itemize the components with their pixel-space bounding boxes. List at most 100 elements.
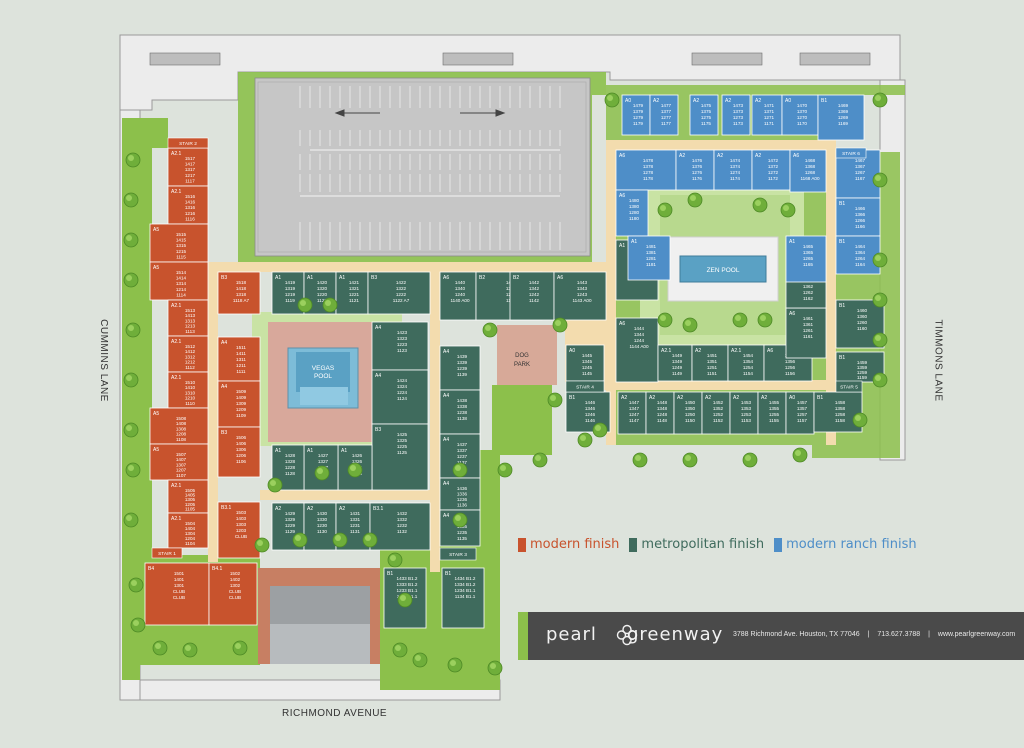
unit-type-label: A2.1 [731, 348, 742, 354]
tree-highlight [350, 465, 356, 471]
unit-number: 1358 [835, 406, 846, 411]
unit-type-label: B1 [817, 395, 823, 401]
unit-number: 1139 [457, 372, 467, 377]
unit-number: 1377 [661, 109, 672, 114]
unit-number: 1349 [672, 359, 683, 364]
unit-shape [217, 501, 261, 559]
unit-number: 1158 [835, 418, 845, 423]
unit-number: 1479 [633, 103, 644, 108]
unit-type-label: A1 [275, 275, 281, 281]
unit-number: 1402 [230, 577, 241, 582]
unit-number: 1111 [236, 369, 246, 374]
unit-shape [649, 94, 679, 136]
legend-item: metropolitan finish [629, 537, 764, 552]
unit-number: 1332 [397, 517, 408, 522]
unit-number: 1159 [857, 375, 867, 380]
stair-label: STAIR 6 [842, 151, 860, 157]
unit-type-label: A4 [443, 393, 449, 399]
unit-shape [615, 149, 677, 191]
unit-number: 1455 [769, 400, 780, 405]
unit-number: 1475 [701, 103, 712, 108]
unit-number: 1180 [629, 216, 639, 221]
unit-type-label: A1 [631, 239, 637, 245]
unit-number: 1360 [857, 314, 868, 319]
unit-shape [167, 335, 209, 373]
unit-number: 1416 [185, 200, 196, 205]
unit-type-label: B1 [821, 98, 827, 104]
unit-number: 1181 [646, 262, 656, 267]
unit-type-label: B2 [479, 275, 485, 281]
unit-number: 1207 [176, 468, 187, 473]
tree-highlight [595, 425, 601, 431]
unit-number: 1216 [185, 211, 196, 216]
unit-number: 1367 [855, 164, 866, 169]
unit-number: 1140 A00 [450, 298, 470, 303]
zen-pool-label: ZEN POOL [707, 267, 740, 274]
unit-number: 1430 [317, 511, 328, 516]
unit-number: 1203 [236, 528, 247, 533]
unit-number: 1179 [633, 121, 643, 126]
unit-number: 1213 [185, 324, 196, 329]
brand-name-right: greenway [626, 624, 724, 645]
unit-number: 1449 [672, 353, 683, 358]
unit-shape [439, 389, 481, 435]
unit-number: 1309 [236, 401, 247, 406]
unit-number: 1439 [457, 354, 468, 359]
unit-number: 1434 B1.2 [455, 576, 476, 581]
unit-number: 1136 [457, 503, 467, 508]
unit-number: 1516 [185, 194, 196, 199]
tree-highlight [126, 515, 132, 521]
unit-number: 1104 [185, 541, 195, 546]
unit-type-label: B1 [839, 239, 845, 245]
unit-number: 1147 [629, 418, 639, 423]
unit-number: 1276 [692, 170, 703, 175]
unit-type-label: A4 [443, 481, 449, 487]
unit-shape [217, 426, 261, 478]
unit-number: 1242 [529, 292, 540, 297]
unit-type-label: A5 [153, 227, 159, 233]
unit-number: 1480 [629, 198, 640, 203]
stair-block [835, 147, 867, 159]
pools [287, 236, 779, 409]
unit-number: 1138 [457, 416, 467, 421]
street-label-right: TIMMONS LANE [932, 319, 944, 402]
unit-number: 1236 [457, 497, 468, 502]
tree-highlight [325, 300, 331, 306]
unit-number: 1412 [185, 349, 196, 354]
unit-shape [645, 391, 675, 435]
legend-label: metropolitan finish [641, 537, 765, 552]
unit-type-label: A4 [375, 373, 381, 379]
tree-highlight [690, 195, 696, 201]
tree-highlight [760, 315, 766, 321]
unit-number: 1510 [185, 380, 196, 385]
unit-shape [217, 336, 261, 382]
unit-number: 1221 [349, 292, 360, 297]
unit-shape [553, 271, 607, 321]
unit-number: 1155 [769, 418, 779, 423]
unit-type-label: A2.1 [171, 483, 182, 489]
unit-number: 1176 [692, 176, 702, 181]
unit-number: 1149 [672, 371, 682, 376]
unit-shape [781, 94, 819, 136]
legend-swatch [518, 537, 526, 552]
unit-shape [713, 149, 753, 191]
unit-number: 1457 [797, 400, 808, 405]
tree-highlight [155, 643, 161, 649]
tree-highlight [875, 335, 881, 341]
unit-number: 1271 [764, 115, 775, 120]
unit-type-label: A1 [307, 275, 313, 281]
unit-number: 1417 [185, 162, 196, 167]
unit-number: 1347 [629, 406, 640, 411]
tree-highlight [450, 660, 456, 666]
unit-number: 1277 [661, 115, 672, 120]
unit-shape [167, 479, 209, 514]
unit-number: 1225 [397, 444, 408, 449]
